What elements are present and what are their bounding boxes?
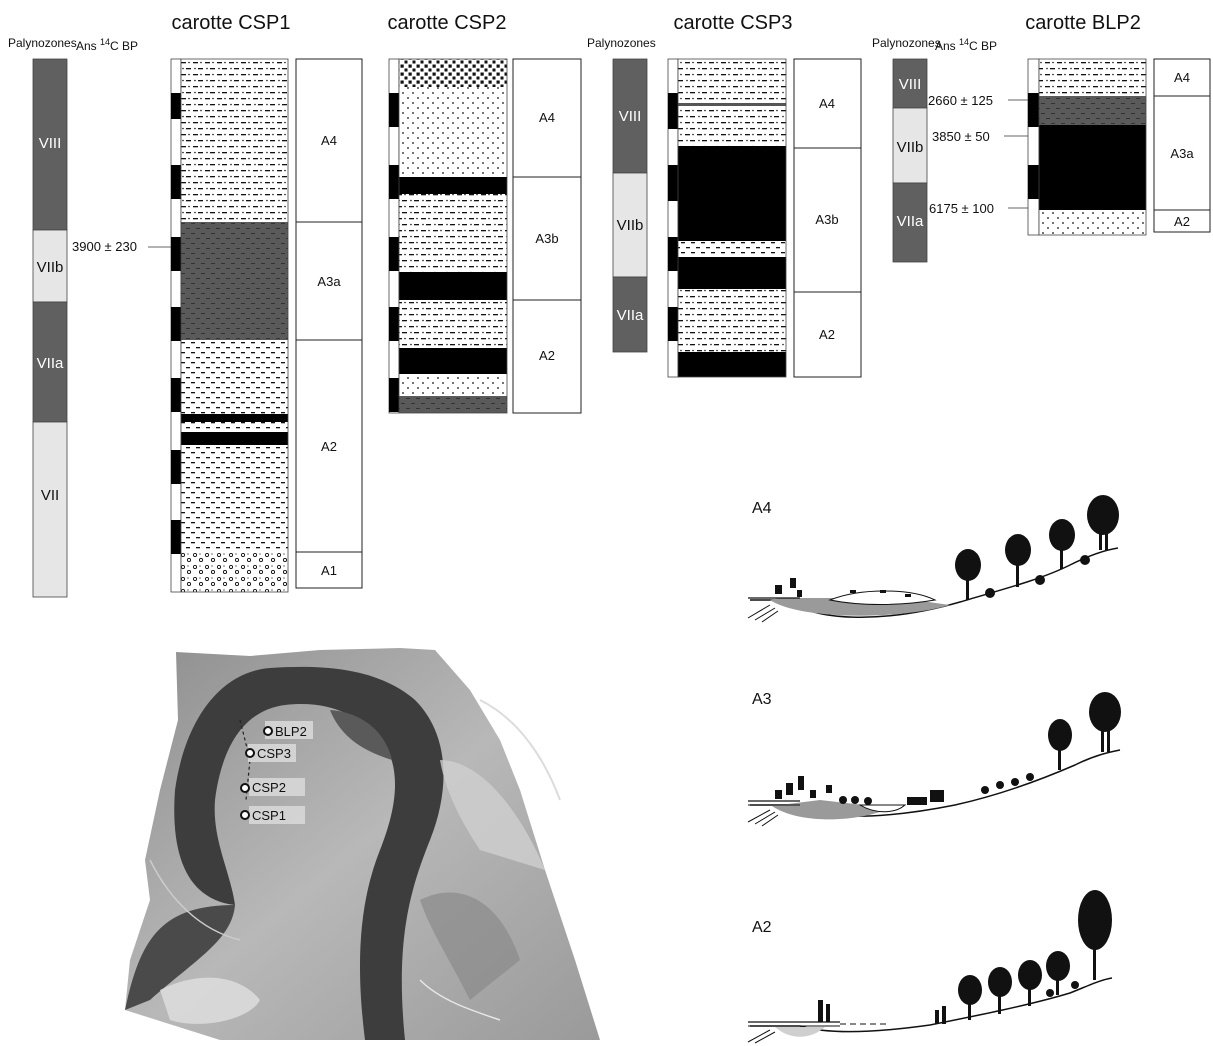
core-title-blp2: carotte BLP2 bbox=[1025, 12, 1141, 34]
unit-column-blp2 bbox=[1153, 58, 1211, 233]
unit-column-csp2 bbox=[512, 58, 582, 414]
profile-label-a3: A3 bbox=[752, 691, 772, 708]
core-location-markers bbox=[240, 726, 273, 820]
radiocarbon-date: 3850 ± 50 bbox=[932, 129, 990, 144]
map-label-csp3: CSP3 bbox=[257, 746, 291, 761]
palynozone-label: VIII bbox=[39, 135, 62, 152]
profile-a4 bbox=[747, 495, 1119, 623]
core-blp2 bbox=[1027, 58, 1147, 236]
map-label-blp2: BLP2 bbox=[275, 724, 307, 739]
unit-label: A2 bbox=[539, 348, 555, 363]
unit-label: A2 bbox=[1174, 214, 1190, 229]
unit-label: A4 bbox=[1174, 70, 1190, 85]
palynozone-label: VIII bbox=[899, 76, 922, 93]
unit-label: A2 bbox=[819, 327, 835, 342]
palynozones-label-1: Palynozones bbox=[8, 36, 77, 50]
core-csp3 bbox=[667, 58, 787, 378]
palynozone-label: VII bbox=[41, 487, 59, 504]
palynozone-column-csp1 bbox=[32, 58, 68, 598]
palynozone-label: VIIb bbox=[897, 139, 924, 156]
profile-label-a2: A2 bbox=[752, 919, 772, 936]
radiocarbon-date: 3900 ± 230 bbox=[72, 239, 137, 254]
age-label: Ans 14C BP bbox=[935, 37, 997, 53]
unit-label: A3b bbox=[815, 212, 838, 227]
palynozone-label: VIIa bbox=[617, 307, 644, 324]
palynozone-column-csp3 bbox=[612, 58, 648, 353]
unit-label: A4 bbox=[539, 110, 555, 125]
palynozone-label: VIIa bbox=[37, 355, 64, 372]
radiocarbon-date: 6175 ± 100 bbox=[929, 201, 994, 216]
map-label-csp2: CSP2 bbox=[252, 780, 286, 795]
palynozones-label-2: Palynozones bbox=[587, 36, 656, 50]
unit-label: A1 bbox=[321, 563, 337, 578]
core-title-csp2: carotte CSP2 bbox=[388, 12, 507, 34]
map-label-csp1: CSP1 bbox=[252, 808, 286, 823]
palynozone-label: VIIb bbox=[617, 217, 644, 234]
palynozone-label: VIIa bbox=[897, 213, 924, 230]
palynozones-label-3: Palynozones bbox=[872, 36, 941, 50]
palynozone-label: VIII bbox=[619, 108, 642, 125]
palynozone-column-blp2 bbox=[892, 58, 928, 263]
relief-map bbox=[125, 648, 600, 1040]
profile-a3 bbox=[747, 692, 1121, 827]
profile-label-a4: A4 bbox=[752, 500, 772, 517]
map-label-backgrounds bbox=[248, 721, 313, 824]
unit-label: A4 bbox=[321, 133, 337, 148]
unit-label: A2 bbox=[321, 439, 337, 454]
unit-label: A3a bbox=[1170, 146, 1194, 161]
unit-label: A3b bbox=[535, 231, 558, 246]
radiocarbon-date: 2660 ± 125 bbox=[928, 93, 993, 108]
core-title-csp1: carotte CSP1 bbox=[172, 12, 291, 34]
core-csp2 bbox=[388, 58, 508, 414]
palynozone-label: VIIb bbox=[37, 259, 64, 276]
unit-label: A3a bbox=[317, 274, 341, 289]
profile-a2 bbox=[747, 890, 1113, 1044]
age-label: Ans 14C BP bbox=[76, 37, 138, 53]
core-csp1 bbox=[170, 58, 289, 593]
unit-column-csp1 bbox=[295, 58, 363, 589]
unit-column-csp3 bbox=[793, 58, 862, 378]
core-title-csp3: carotte CSP3 bbox=[674, 12, 793, 34]
unit-label: A4 bbox=[819, 96, 835, 111]
